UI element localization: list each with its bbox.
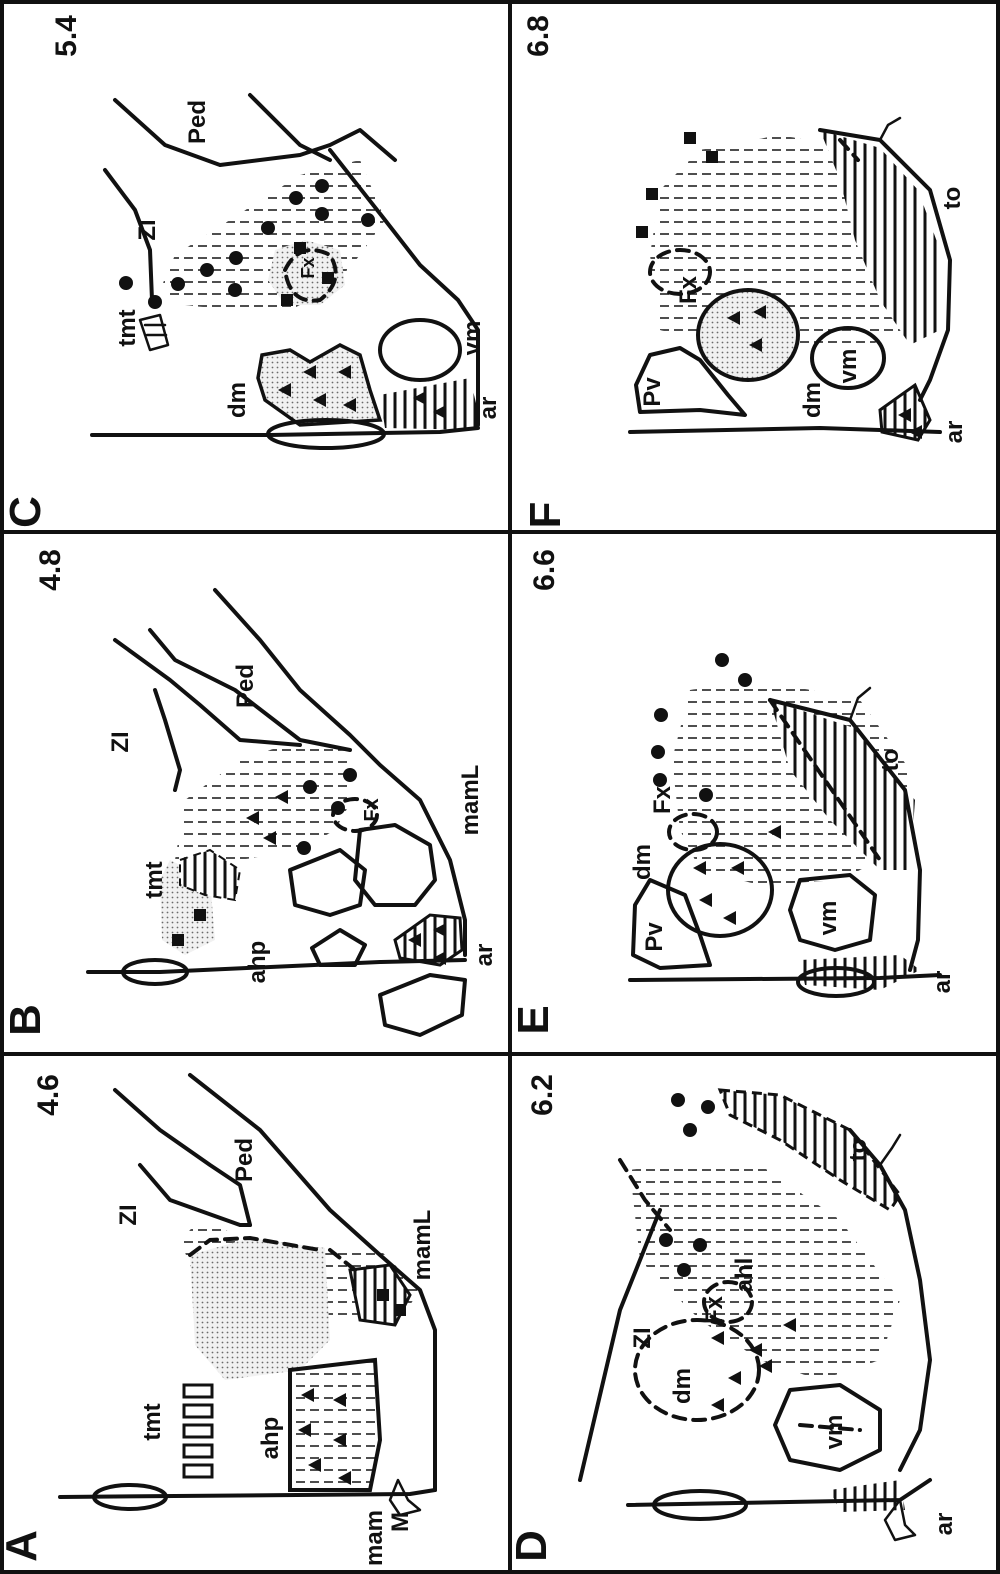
panel-e-label-pv: Pv [641,922,668,952]
panel-d-label-fx: Fx [701,1295,728,1324]
panel-d-label-vm: vm [821,1415,848,1450]
panel-d: ZI dm Fx ahl vm to ar 6.2 D [507,1074,958,1562]
panel-f-label-dm: dm [799,382,826,418]
panel-f-label-pv: Pv [639,377,666,407]
panel-a-label-zi: ZI [115,1204,142,1225]
panel-e-label-vm: vm [815,901,842,936]
panel-a-label-maml: mamL [409,1210,436,1281]
panel-b-blob-3 [312,930,365,965]
panel-e: Pv dm Fx vm to ar 6.6 E [509,549,956,1035]
panel-f-label-fx: Fx [675,275,702,304]
panel-d-level: 6.2 [526,1074,559,1116]
panel-c-label-ar: ar [475,397,502,420]
panel-b-mamL-blob [355,825,435,905]
panel-a-lower-region [290,1360,380,1490]
panel-f: Fx Pv dm vm to ar 6.8 F [522,15,968,443]
panel-a-label-ped: Ped [231,1138,258,1182]
panel-b-region-dashes [175,740,352,860]
panel-e-level: 6.6 [528,549,561,591]
panel-e-label-dm: dm [629,844,656,880]
panel-f-label-vm: vm [835,349,862,384]
panel-f-dm-oval [698,290,798,380]
panel-a-label-ahp: ahp [257,1417,284,1460]
panel-c-region-dashes [160,160,385,310]
panel-a-label-m: M [387,1512,414,1532]
panel-c-level: 5.4 [50,15,83,57]
panel-f-label-ar: ar [941,421,968,444]
panel-a-region-dotted [190,1238,330,1380]
panel-a-label-tmt: tmt [139,1403,166,1440]
panel-c-label-fx: Fx [298,257,318,278]
panel-c-letter: C [1,496,50,528]
panel-f-letter-visible: F [521,502,570,529]
panel-d-label-zi: ZI [629,1327,656,1348]
panel-b-label-maml: mamL [457,765,484,836]
panel-b-label-ped: Ped [232,664,259,708]
panel-a-tmt-stripes [184,1385,212,1477]
panel-b-letter: B [1,1004,50,1036]
panel-c-ar-region [380,378,480,430]
panel-e-label-fx: Fx [649,785,676,814]
panel-a-letter: A [0,1530,46,1562]
panel-b-blob-4 [380,975,465,1035]
panel-c: Ped ZI tmt dm Fx vm ar 5.4 C [1,15,502,528]
panel-e-label-to: to [877,749,904,772]
panel-d-label-to: to [845,1139,872,1162]
panel-c-dm-region [258,345,380,425]
panel-c-vm-oval [380,320,460,380]
panel-b-ar-region [395,915,462,965]
panel-c-label-dm: dm [224,382,251,418]
panel-c-label-tmt: tmt [114,309,141,346]
panel-d-label-ar: ar [931,1513,958,1536]
panel-d-label-dm: dm [669,1368,696,1404]
panel-a: ZI Ped mamL tmt ahp mam M 4.6 A [0,1074,436,1566]
panel-f-label-to: to [939,187,966,210]
panel-d-label-ahl: ahl [731,1258,758,1293]
panel-e-label-ar: ar [929,971,956,994]
panel-b-blob-2 [290,850,365,915]
panel-c-label-ped: Ped [184,100,211,144]
panel-b-label-ahp: ahp [244,941,271,984]
panel-b: ZI Ped tmt ahp Fx mamL ar 4.8 B [1,549,498,1036]
panel-b-label-ar: ar [471,944,498,967]
panel-f-level: 6.8 [522,15,555,57]
panel-a-level: 4.6 [32,1074,65,1116]
panel-d-letter: D [507,1530,556,1562]
panel-a-label-mam: mam [361,1510,388,1566]
panel-b-level: 4.8 [34,549,67,591]
panel-c-label-vm: vm [459,321,486,356]
panel-c-label-zi: ZI [134,219,161,240]
panel-e-letter: E [509,1005,558,1034]
panel-b-label-fx: Fx [361,798,383,821]
panel-b-label-tmt: tmt [141,861,168,898]
panel-b-label-zi: ZI [107,731,134,752]
